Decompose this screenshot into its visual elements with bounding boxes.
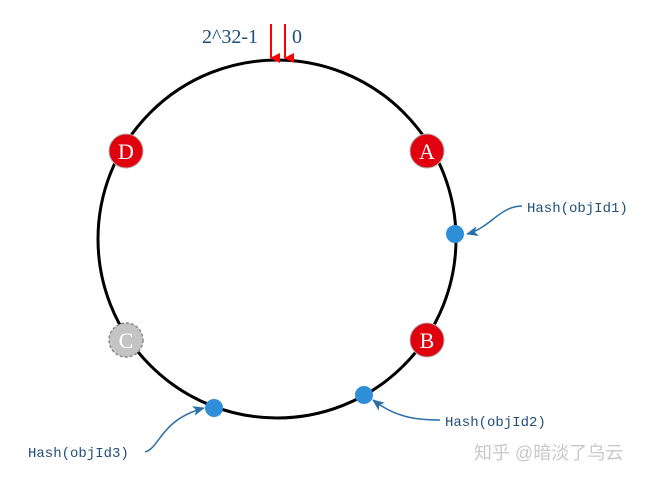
object-3-arrow bbox=[144, 406, 205, 453]
node-b-circle bbox=[409, 322, 445, 358]
ring-max-label: 2^32-1 bbox=[202, 26, 258, 48]
node-d-label: D bbox=[118, 139, 134, 164]
ring-zero-label: 0 bbox=[292, 26, 302, 48]
node-c-circle bbox=[108, 322, 144, 358]
object-3-label: Hash(objId3) bbox=[28, 446, 129, 462]
node-c-label: C bbox=[119, 328, 134, 353]
object-2-point bbox=[355, 386, 373, 404]
node-a-label: A bbox=[419, 139, 435, 164]
node-a: A bbox=[409, 133, 445, 169]
node-d-circle bbox=[108, 133, 144, 169]
object-2-arrow bbox=[372, 399, 441, 421]
node-c: C bbox=[108, 322, 144, 358]
node-b: B bbox=[409, 322, 445, 358]
object-1-point bbox=[446, 225, 464, 243]
object-3-point bbox=[205, 399, 223, 417]
watermark-text: 知乎 @暗淡了乌云 bbox=[474, 443, 623, 463]
hash-ring bbox=[96, 58, 458, 420]
node-a-circle bbox=[409, 133, 445, 169]
node-b-label: B bbox=[420, 328, 435, 353]
node-d: D bbox=[108, 133, 144, 169]
object-2-label: Hash(objId2) bbox=[445, 415, 546, 431]
object-1-label: Hash(objId1) bbox=[527, 201, 628, 217]
object-1-arrow bbox=[466, 205, 523, 237]
